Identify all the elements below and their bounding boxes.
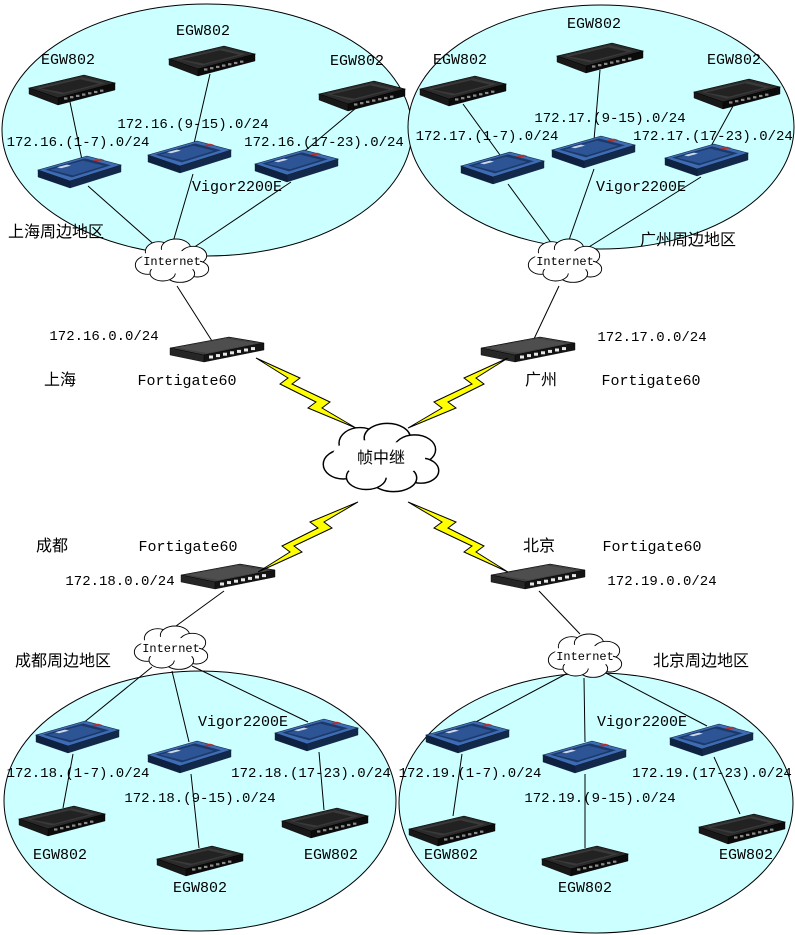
region-shanghai: EGW802 EGW802 EGW802 172.16.(1-7).0/24 1… — [1, 3, 413, 390]
wan-subnet-label: 172.16.0.0/24 — [49, 329, 158, 345]
area-label: 成都周边地区 — [15, 652, 111, 670]
router-label: Vigor2200E — [597, 714, 687, 731]
subnet-label: 172.18.(17-23).0/24 — [231, 766, 391, 782]
fortigate-firewall — [490, 563, 586, 590]
network-link — [171, 670, 190, 743]
firewall-label: Fortigate60 — [601, 373, 700, 390]
switch-label: EGW802 — [567, 16, 621, 33]
wan-subnet-label: 172.17.0.0/24 — [597, 330, 706, 346]
internet-label: Internet — [142, 642, 200, 656]
switch-label: EGW802 — [707, 52, 761, 69]
network-link — [81, 666, 153, 725]
switch-label: EGW802 — [176, 23, 230, 40]
network-link — [452, 753, 463, 817]
wan-subnet-label: 172.19.0.0/24 — [607, 574, 716, 590]
subnet-label: 172.17.(9-15).0/24 — [534, 111, 685, 127]
network-link — [192, 73, 211, 149]
switch-label: EGW802 — [304, 847, 358, 864]
network-link — [462, 103, 501, 156]
area-label: 广州周边地区 — [640, 231, 736, 249]
area-label: 上海周边地区 — [8, 223, 104, 241]
router-label: Vigor2200E — [192, 179, 282, 196]
firewall-label: Fortigate60 — [602, 539, 701, 556]
subnet-label: 172.19.(1-7).0/24 — [399, 766, 542, 782]
switch-label: EGW802 — [719, 847, 773, 864]
network-link — [583, 677, 586, 743]
firewall-label: Fortigate60 — [137, 373, 236, 390]
region-area-ellipse — [407, 4, 795, 250]
subnet-label: 172.18.(9-15).0/24 — [124, 791, 275, 807]
frame-relay-label: 帧中继 — [357, 449, 405, 467]
subnet-label: 172.17.(17-23).0/24 — [633, 129, 793, 145]
network-link — [709, 105, 734, 149]
switch-label: EGW802 — [433, 52, 487, 69]
firewall-label: Fortigate60 — [138, 539, 237, 556]
region-guangzhou: EGW802 EGW802 EGW802 172.17.(1-7).0/24 1… — [407, 4, 795, 390]
network-link — [191, 665, 309, 723]
network-link — [538, 590, 581, 635]
city-label: 成都 — [36, 537, 68, 555]
network-link — [471, 673, 567, 725]
router-label: Vigor2200E — [198, 714, 288, 731]
network-link — [189, 181, 292, 251]
lightning-bolt-icon — [407, 501, 509, 573]
network-link — [318, 751, 325, 811]
network-link — [299, 107, 357, 156]
network-link — [532, 285, 560, 342]
network-link — [603, 671, 708, 727]
switch-label: EGW802 — [41, 52, 95, 69]
switch-label: EGW802 — [33, 847, 87, 864]
network-link — [62, 753, 74, 809]
region-chengdu: 成都 Fortigate60 172.18.0.0/24 Internet 成都… — [3, 537, 397, 932]
lightning-bolt-icon — [255, 357, 357, 429]
internet-label: Internet — [143, 255, 201, 269]
switch-label: EGW802 — [173, 880, 227, 897]
city-label: 广州 — [525, 371, 557, 389]
wan-subnet-label: 172.18.0.0/24 — [65, 574, 174, 590]
subnet-label: 172.19.(9-15).0/24 — [524, 791, 675, 807]
network-link — [583, 176, 702, 251]
lightning-bolt-icon — [257, 501, 359, 573]
network-link — [69, 101, 83, 161]
switch-label: EGW802 — [330, 53, 384, 70]
network-link — [190, 773, 200, 849]
network-link — [87, 185, 159, 249]
switch-label: EGW802 — [558, 880, 612, 897]
subnet-label: 172.19.(17-23).0/24 — [632, 766, 792, 782]
subnet-label: 172.17.(1-7).0/24 — [416, 129, 559, 145]
network-link — [507, 183, 553, 245]
internet-label: Internet — [556, 650, 614, 664]
internet-label: Internet — [536, 255, 594, 269]
lightning-bolt-icon — [407, 357, 509, 429]
frame-relay-core: 帧中继 — [255, 357, 509, 573]
subnet-label: 172.16.(1-7).0/24 — [7, 135, 150, 151]
area-label: 北京周边地区 — [653, 652, 749, 670]
network-link — [176, 285, 213, 342]
fortigate-firewall — [480, 336, 576, 363]
network-link — [713, 756, 741, 815]
subnet-label: 172.18.(1-7).0/24 — [7, 766, 150, 782]
city-label: 上海 — [44, 371, 76, 389]
subnet-label: 172.16.(17-23).0/24 — [244, 135, 404, 151]
network-link — [172, 173, 194, 243]
network-link — [593, 69, 601, 141]
router-label: Vigor2200E — [596, 179, 686, 196]
fortigate-firewall — [169, 336, 265, 363]
subnet-label: 172.16.(9-15).0/24 — [117, 117, 268, 133]
city-label: 北京 — [523, 537, 555, 555]
fortigate-firewall — [180, 563, 276, 590]
switch-label: EGW802 — [424, 847, 478, 864]
region-beijing: 北京 Fortigate60 172.19.0.0/24 Internet 北京… — [398, 537, 794, 934]
network-link — [175, 590, 225, 627]
network-link — [568, 168, 595, 241]
